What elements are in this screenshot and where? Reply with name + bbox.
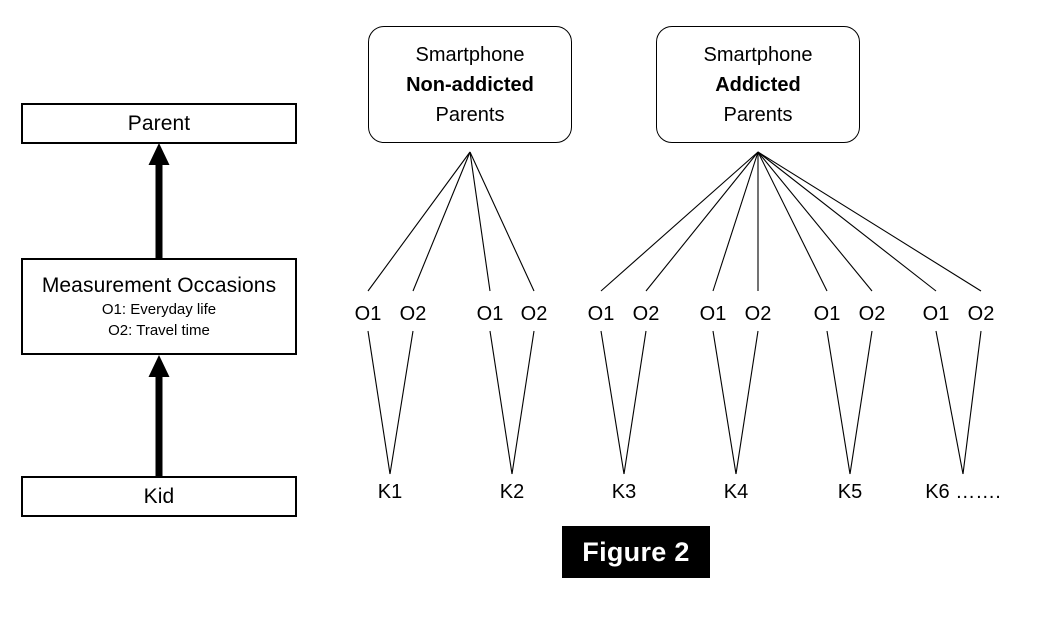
kid-label-k2: K2 bbox=[499, 481, 525, 503]
occasion-label-k1-o1: O1 bbox=[354, 303, 382, 325]
group-non-addicted-line-1: Smartphone bbox=[415, 43, 525, 66]
occasion-label-k5-o1: O1 bbox=[813, 303, 841, 325]
line-addicted-to-k6-o2 bbox=[757, 151, 982, 292]
figure-caption-text: Figure 2 bbox=[582, 536, 690, 567]
line-o2-k5-to-kid bbox=[849, 330, 873, 475]
occasion-label-k6-o2: O2 bbox=[967, 303, 995, 325]
kid-label-k3: K3 bbox=[611, 481, 637, 503]
occasion-label-k6-o1: O1 bbox=[922, 303, 950, 325]
occasion-label-k2-o2: O2 bbox=[520, 303, 548, 325]
line-o1-k2-to-kid bbox=[489, 330, 513, 475]
occasion-label-k5-o2: O2 bbox=[858, 303, 886, 325]
arrow-measurement-to-parent bbox=[148, 143, 170, 258]
legend-occasion-o2-description: O2: Travel time bbox=[108, 321, 210, 339]
line-o2-k3-to-kid bbox=[623, 330, 647, 475]
occasion-label-k1-o2: O2 bbox=[399, 303, 427, 325]
line-o1-k3-to-kid bbox=[600, 330, 625, 475]
line-o1-k4-to-kid bbox=[712, 330, 737, 475]
line-o1-k1-to-kid bbox=[367, 330, 391, 475]
line-non-addicted-to-k2-o2 bbox=[469, 151, 535, 292]
line-o1-k5-to-kid bbox=[826, 330, 851, 475]
line-o2-k4-to-kid bbox=[735, 330, 759, 475]
group-box-non-addicted-parents: Smartphone Non-addicted Parents bbox=[368, 26, 572, 143]
hierarchy-connector-lines bbox=[367, 151, 982, 475]
legend-box-measurement-occasions: Measurement Occasions O1: Everyday life … bbox=[21, 258, 297, 355]
line-non-addicted-to-k1-o1 bbox=[367, 151, 471, 292]
legend-occasion-o1-description: O1: Everyday life bbox=[101, 300, 217, 318]
line-o2-k2-to-kid bbox=[511, 330, 535, 475]
line-non-addicted-to-k1-o2 bbox=[412, 151, 471, 292]
legend-box-kid: Kid bbox=[21, 476, 297, 517]
group-addicted-line-3: Parents bbox=[723, 103, 793, 126]
group-addicted-line-2: Addicted bbox=[715, 73, 801, 96]
line-addicted-to-k3-o1 bbox=[600, 151, 759, 292]
group-non-addicted-line-2: Non-addicted bbox=[406, 73, 534, 96]
line-addicted-to-k4-o1 bbox=[712, 151, 759, 292]
occasion-label-k4-o2: O2 bbox=[744, 303, 772, 325]
group-non-addicted-line-3: Parents bbox=[435, 103, 505, 126]
line-o2-k6-to-kid bbox=[962, 330, 982, 475]
kid-label-k4: K4 bbox=[723, 481, 749, 503]
occasion-label-k4-o1: O1 bbox=[699, 303, 727, 325]
legend-box-parent-label: Parent bbox=[127, 111, 191, 135]
line-non-addicted-to-k2-o1 bbox=[469, 151, 491, 292]
group-addicted-line-1: Smartphone bbox=[703, 43, 813, 66]
legend-box-kid-label: Kid bbox=[143, 484, 175, 508]
occasion-label-k3-o1: O1 bbox=[587, 303, 615, 325]
kid-label-k1: K1 bbox=[377, 481, 403, 503]
group-box-addicted-parents: Smartphone Addicted Parents bbox=[656, 26, 860, 143]
line-addicted-to-k6-o1 bbox=[757, 151, 937, 292]
figure-caption: Figure 2 bbox=[562, 526, 710, 578]
legend-box-measurement-occasions-label: Measurement Occasions bbox=[41, 273, 277, 297]
line-o2-k1-to-kid bbox=[389, 330, 414, 475]
occasion-label-k3-o2: O2 bbox=[632, 303, 660, 325]
kid-label-k6: K6 ……. bbox=[925, 481, 1001, 503]
line-addicted-to-k5-o1 bbox=[757, 151, 828, 292]
legend-box-parent: Parent bbox=[21, 103, 297, 144]
line-addicted-to-k3-o2 bbox=[645, 151, 759, 292]
kid-label-k5: K5 bbox=[837, 481, 863, 503]
line-o1-k6-to-kid bbox=[935, 330, 964, 475]
occasion-label-k2-o1: O1 bbox=[476, 303, 504, 325]
line-addicted-to-k5-o2 bbox=[757, 151, 873, 292]
arrow-kid-to-measurement bbox=[148, 355, 170, 476]
